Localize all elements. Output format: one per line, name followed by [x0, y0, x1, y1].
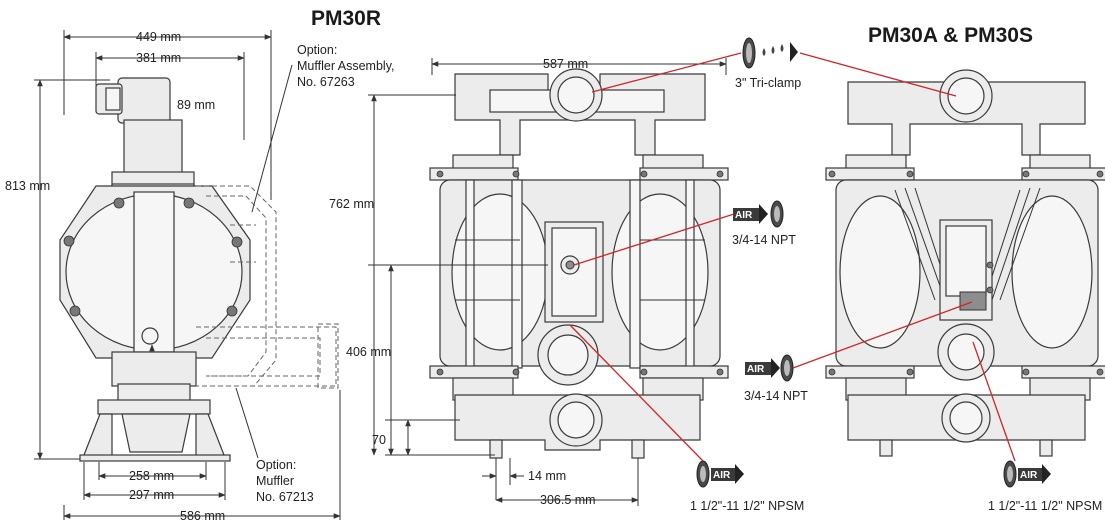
exhaust-air-icon-front: AIR — [696, 460, 744, 488]
note-option-muffler-assembly-l3: No. 67263 — [297, 75, 355, 89]
note-option-muffler-l3: No. 67213 — [256, 490, 314, 504]
dim-258mm: 258 mm — [129, 469, 174, 483]
air-text-right: AIR — [747, 364, 765, 375]
front-view-drawing — [368, 58, 729, 506]
air-arrow-icon: AIR — [733, 200, 784, 228]
dim-762mm: 762 mm — [329, 197, 374, 211]
leader-air-right — [792, 301, 973, 369]
dim-89mm: 89 mm — [177, 98, 215, 112]
leader-npsm-front — [569, 324, 704, 462]
title-pm30r: PM30R — [311, 7, 381, 30]
dim-381mm: 381 mm — [136, 51, 181, 65]
leader-triclamp-front — [591, 52, 742, 93]
dim-586mm: 586 mm — [180, 509, 225, 522]
leader-air-front — [573, 213, 735, 266]
note-option-muffler-assembly-l1: Option: — [297, 43, 337, 57]
note-option-muffler-l2: Muffler — [256, 474, 294, 488]
label-npsm-front: 1 1/2"-11 1/2" NPSM — [690, 499, 804, 513]
label-air-inlet-front: 3/4-14 NPT — [732, 233, 796, 247]
dim-449mm: 449 mm — [136, 30, 181, 44]
dim-14mm: 14 mm — [528, 469, 566, 483]
note-option-muffler-l1: Option: — [256, 458, 296, 472]
air-text: AIR — [735, 210, 753, 221]
side-view-drawing — [34, 30, 341, 520]
dim-297mm: 297 mm — [129, 488, 174, 502]
title-pm30a-pm30s: PM30A & PM30S — [868, 24, 1033, 47]
air-arrow-icon-right: AIR — [745, 354, 794, 382]
exhaust-air-icon-right: AIR — [1003, 460, 1051, 488]
dim-813mm: 813 mm — [5, 179, 50, 193]
note-option-muffler-assembly-l2: Muffler Assembly, — [297, 59, 395, 73]
fluid-drops-icon — [742, 37, 798, 69]
air-text-front-exhaust: AIR — [713, 470, 731, 481]
dim-70: 70 — [372, 433, 386, 447]
label-3in-tri-clamp: 3" Tri-clamp — [735, 76, 801, 90]
dim-306-5mm: 306.5 mm — [540, 493, 596, 507]
right-view-drawing — [825, 69, 1105, 457]
dim-587mm: 587 mm — [543, 57, 588, 71]
label-npsm-right: 1 1/2"-11 1/2" NPSM — [988, 499, 1102, 513]
label-air-inlet-right: 3/4-14 NPT — [744, 389, 808, 403]
dim-406mm: 406 mm — [346, 345, 391, 359]
leader-npsm-right — [972, 341, 1016, 462]
air-text-right-exhaust: AIR — [1020, 470, 1038, 481]
leader-triclamp-right — [799, 52, 957, 97]
